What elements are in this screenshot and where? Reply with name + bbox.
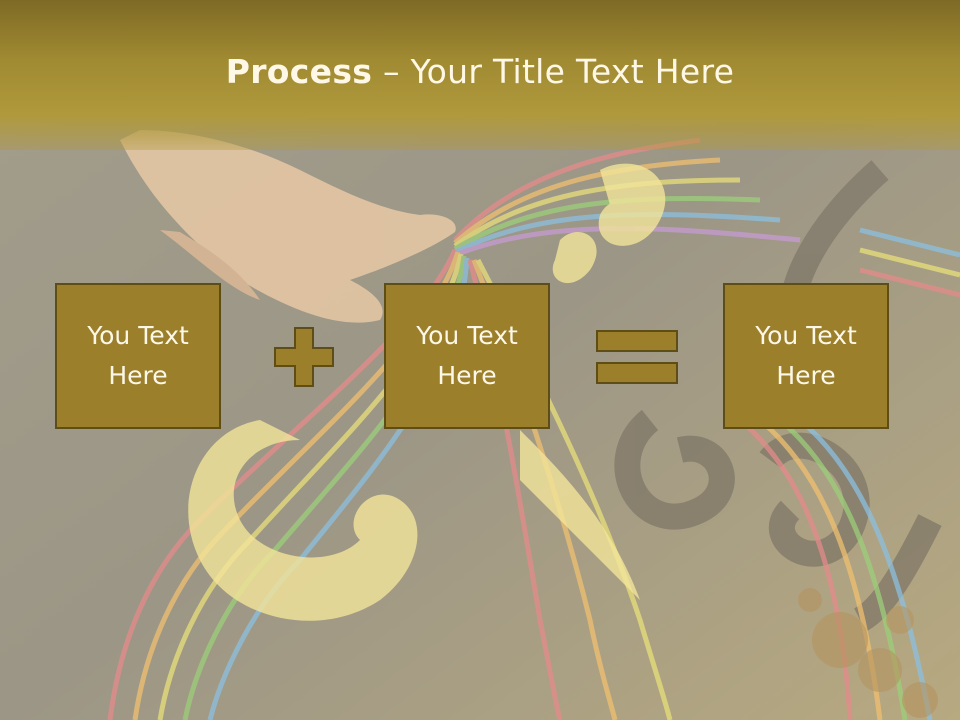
title-rest: – Your Title Text Here bbox=[372, 52, 735, 91]
slide-title: Process – Your Title Text Here bbox=[0, 52, 960, 91]
equals-icon bbox=[596, 330, 678, 384]
text-box-2-label: You Text Here bbox=[416, 321, 518, 390]
text-box-3[interactable]: You Text Here bbox=[723, 283, 889, 429]
plus-icon bbox=[274, 327, 334, 387]
title-bar bbox=[0, 0, 960, 150]
title-bold: Process bbox=[225, 52, 373, 91]
text-box-3-label: You Text Here bbox=[755, 321, 857, 390]
text-box-1[interactable]: You Text Here bbox=[55, 283, 221, 429]
text-box-2[interactable]: You Text Here bbox=[384, 283, 550, 429]
yellow-swirl-decoration bbox=[188, 163, 666, 621]
ink-splatter bbox=[798, 588, 938, 718]
text-box-1-label: You Text Here bbox=[87, 321, 189, 390]
hand-illustration bbox=[120, 130, 456, 323]
